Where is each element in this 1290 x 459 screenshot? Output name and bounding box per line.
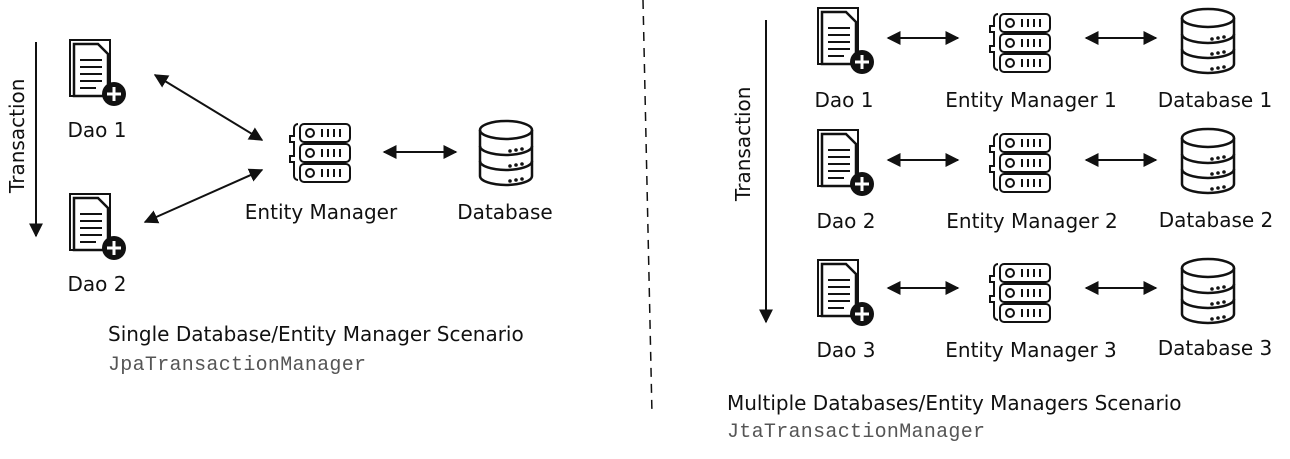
right-row3-em-label: Entity Manager 3 — [945, 338, 1117, 362]
left-entity-manager-server-gear-icon — [289, 123, 351, 183]
right-row3-db-label: Database 3 — [1157, 336, 1273, 360]
left-dao2-label: Dao 2 — [67, 272, 127, 296]
left-arrow-dao1-em — [153, 74, 264, 141]
right-row1-dao-label: Dao 1 — [814, 88, 874, 112]
left-database-label: Database — [457, 200, 553, 224]
right-db1-database-icon — [1180, 7, 1236, 75]
left-dao2-document-add-icon — [68, 192, 128, 262]
right-row1-em-label: Entity Manager 1 — [945, 88, 1117, 112]
right-row2-dao-label: Dao 2 — [816, 209, 876, 233]
right-row3-dao-label: Dao 3 — [816, 338, 876, 362]
right-dao3-document-add-icon — [816, 258, 876, 328]
right-manager-class: JtaTransactionManager — [727, 421, 986, 444]
right-em2-server-gear-icon — [989, 133, 1051, 193]
scenario-divider — [642, 0, 653, 416]
right-dao2-document-add-icon — [816, 128, 876, 198]
left-dao1-document-add-icon — [68, 38, 128, 108]
right-dao1-document-add-icon — [816, 6, 876, 76]
right-row2-em-label: Entity Manager 2 — [946, 209, 1118, 233]
right-transaction-label: Transaction — [731, 86, 755, 201]
left-scenario-title: Single Database/Entity Manager Scenario — [108, 322, 524, 346]
left-arrow-dao2-em — [143, 168, 264, 224]
right-row2-db-label: Database 2 — [1158, 208, 1274, 232]
left-entity-manager-label: Entity Manager — [244, 200, 398, 224]
left-manager-class: JpaTransactionManager — [108, 354, 367, 377]
left-database-icon — [478, 119, 534, 187]
left-transaction-label: Transaction — [5, 78, 29, 193]
right-db2-database-icon — [1180, 127, 1236, 195]
right-em1-server-gear-icon — [989, 13, 1051, 73]
right-scenario-title: Multiple Databases/Entity Managers Scena… — [727, 391, 1182, 415]
right-db3-database-icon — [1180, 257, 1236, 325]
right-row1-db-label: Database 1 — [1157, 88, 1273, 112]
right-em3-server-gear-icon — [989, 263, 1051, 323]
left-dao1-label: Dao 1 — [67, 118, 127, 142]
